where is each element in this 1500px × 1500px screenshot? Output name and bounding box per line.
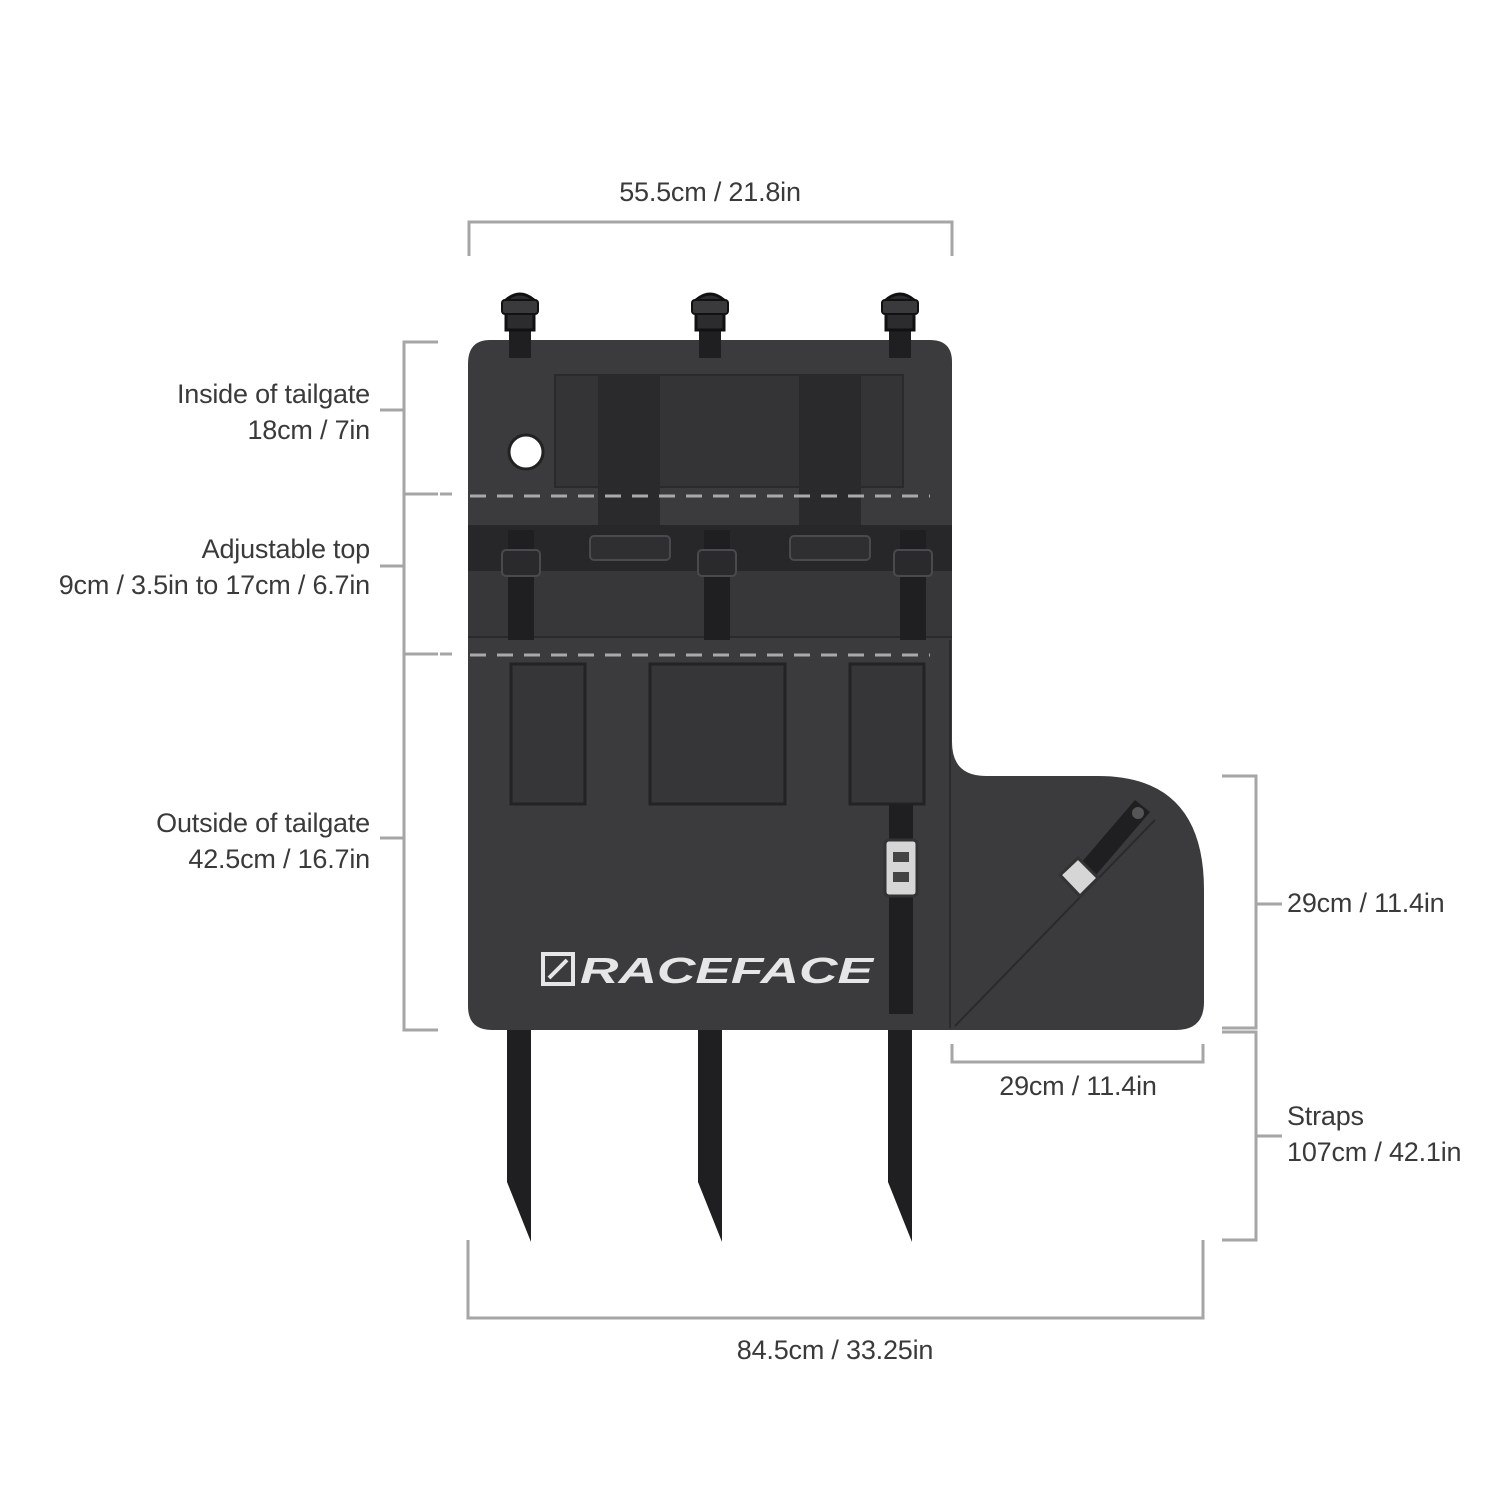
outside-tailgate-bracket [402,654,438,1032]
total-width-label: 84.5cm / 33.25in [685,1332,985,1368]
inside-tailgate-label: Inside of tailgate 18cm / 7in [60,376,370,448]
straps-label: Straps 107cm / 42.1in [1287,1098,1462,1170]
total-width-value: 84.5cm / 33.25in [736,1335,934,1365]
adjustable-top-label: Adjustable top 9cm / 3.5in to 17cm / 6.7… [10,531,370,603]
top-strap-left [598,375,660,525]
straps-title: Straps [1287,1101,1364,1131]
hook-right [881,292,919,358]
flap-height-label: 29cm / 11.4in [1287,885,1445,921]
top-width-label: 55.5cm / 21.8in [560,174,860,210]
hook-left [501,292,539,358]
outside-tailgate-value: 42.5cm / 16.7in [188,844,370,874]
adjustable-band [468,525,952,640]
outside-tailgate-label: Outside of tailgate 42.5cm / 16.7in [60,805,370,877]
flap-height-value: 29cm / 11.4in [1287,888,1445,918]
pocket-left [509,662,587,806]
straps-bracket [1222,1030,1258,1242]
grommet-hole [507,433,545,471]
flap-width-value: 29cm / 11.4in [999,1071,1157,1101]
raceface-logo: RACEFACE [541,950,874,991]
top-pockets [554,374,904,525]
bottom-straps [507,1012,912,1242]
logo-text: RACEFACE [580,950,874,991]
pocket-right [848,662,926,806]
logo-emblem [541,952,575,986]
flap-width-bracket [950,1044,1205,1064]
pocket-center [648,662,787,806]
flap-height-bracket [1222,774,1258,1030]
flap-buckle [1057,855,1101,899]
front-buckle [883,838,919,898]
inside-tailgate-value: 18cm / 7in [247,415,370,445]
inside-tailgate-bracket [402,340,438,496]
outside-tailgate-title: Outside of tailgate [156,808,370,838]
adjustable-top-value: 9cm / 3.5in to 17cm / 6.7in [58,570,370,600]
top-width-value: 55.5cm / 21.8in [619,177,801,207]
total-width-bracket [466,1240,1205,1320]
strap-left [507,1012,531,1242]
dimension-lines [380,220,1282,1320]
hook-middle [691,292,729,358]
lower-pockets [509,662,926,806]
top-hooks [501,292,919,358]
top-width-bracket [467,220,954,256]
front-strap [883,804,919,1014]
top-strap-right [799,375,861,525]
straps-value: 107cm / 42.1in [1287,1137,1462,1167]
strap-right [888,1012,912,1242]
flap-strap [954,800,1156,1027]
flap-width-label: 29cm / 11.4in [953,1068,1203,1104]
inside-tailgate-title: Inside of tailgate [176,379,370,409]
strap-middle [698,1012,722,1242]
adjustable-top-title: Adjustable top [201,534,371,564]
